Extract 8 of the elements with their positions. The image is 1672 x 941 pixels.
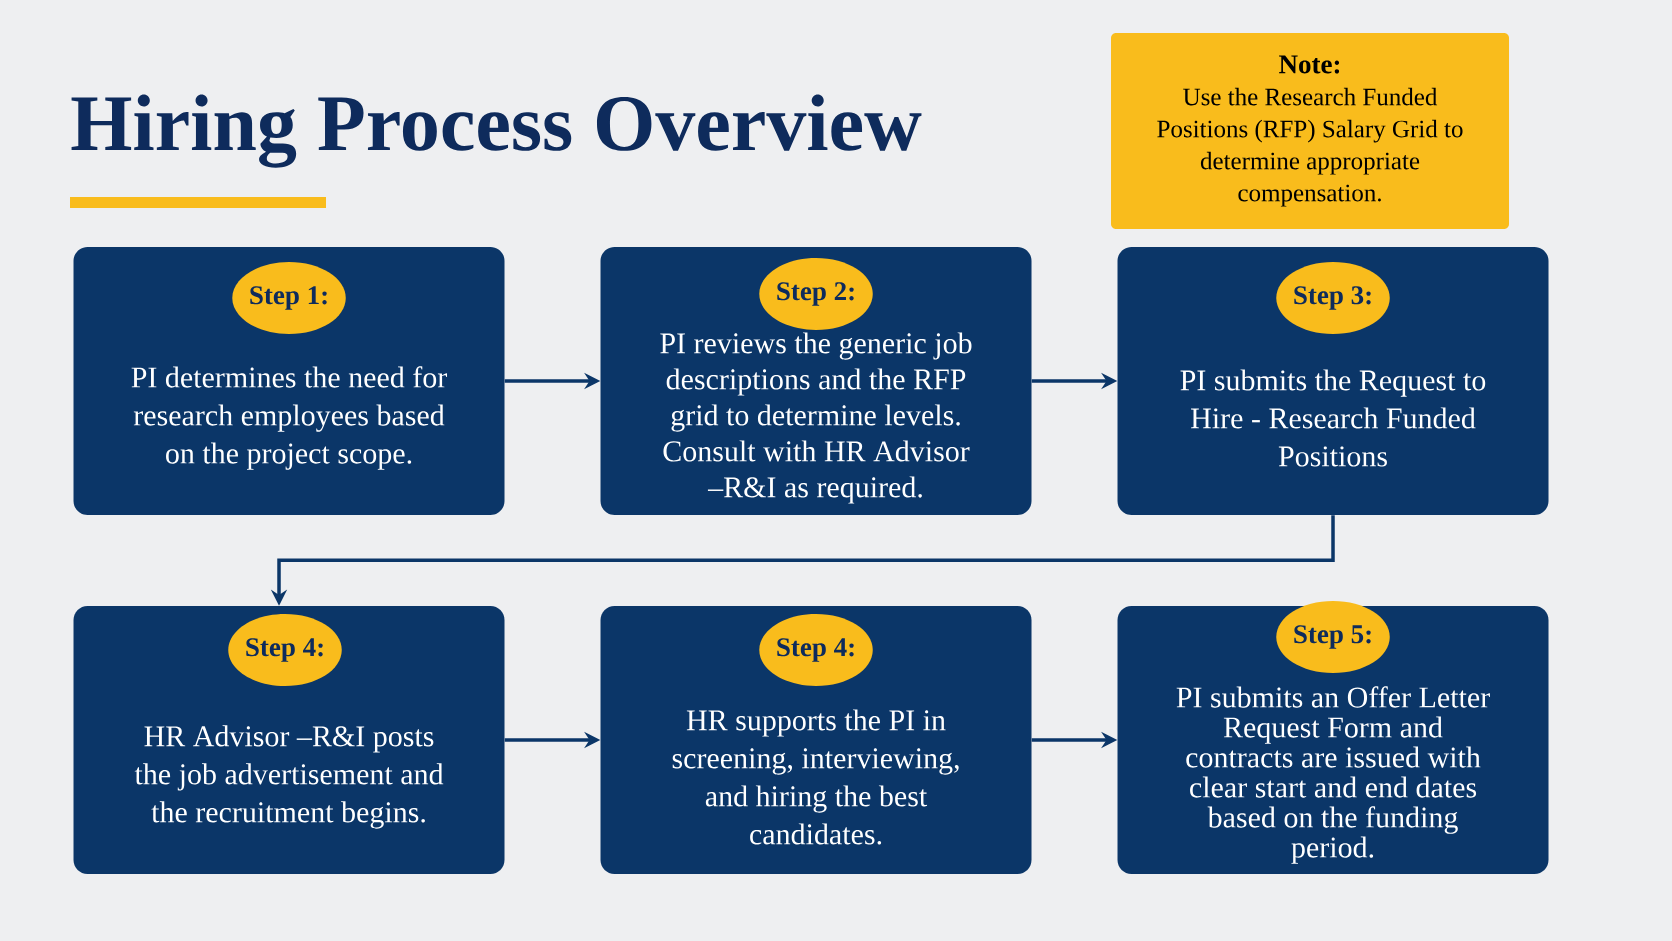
note-box: Note: Use the Research Funded Positions (RFP) Salary Grid to determine appropriate compensation. bbox=[1111, 33, 1509, 229]
title: Hiring Process Overview bbox=[71, 94, 922, 168]
step-badge: Step 5: bbox=[1276, 601, 1390, 673]
step-badge: Step 4: bbox=[228, 614, 342, 686]
step-badge: Step 1: bbox=[232, 262, 346, 334]
step-badge: Step 4: bbox=[759, 614, 873, 686]
step-badge: Step 2: bbox=[759, 258, 873, 330]
step-badge: Step 3: bbox=[1276, 262, 1390, 334]
